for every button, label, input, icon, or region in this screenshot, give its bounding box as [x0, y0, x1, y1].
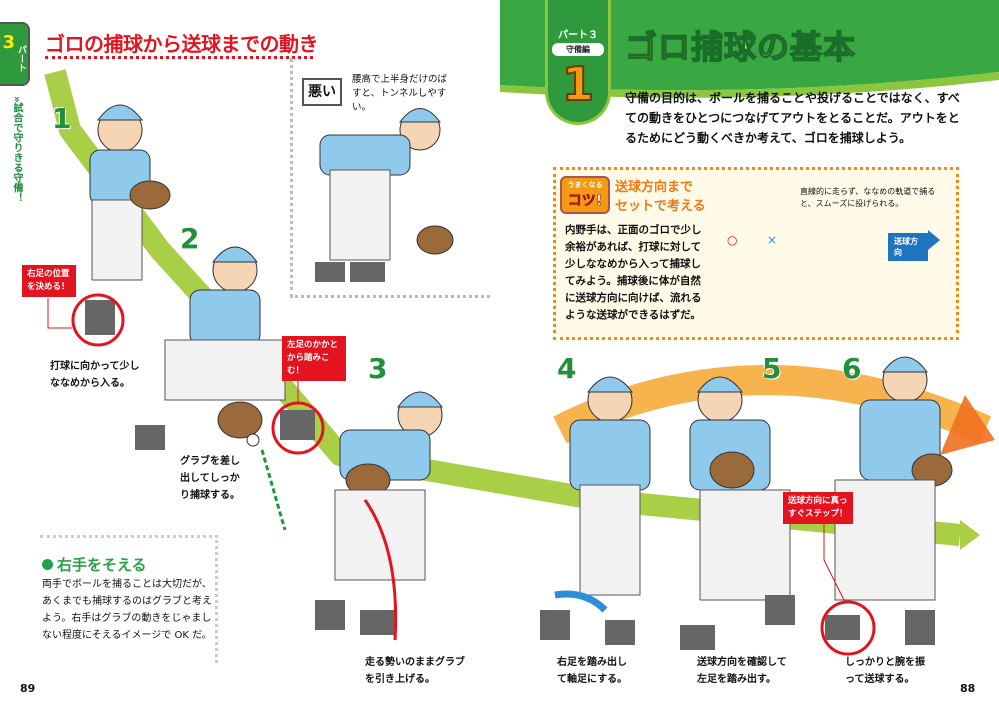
caption-step-2: グラブを差し出してしっかり捕球する。 — [180, 456, 240, 501]
tip-heading: 右手をそえる — [42, 554, 147, 575]
part-badge: パート３ 守備編 1 — [545, 0, 611, 125]
page-title: ゴロ捕球の基本 — [624, 27, 857, 67]
step-number-4: 4 — [557, 352, 577, 385]
highlight-circle — [820, 600, 876, 656]
kotsu-heading-line1: 送球方向まで — [615, 180, 694, 195]
header-band-edge — [500, 72, 999, 98]
badge-category: 守備編 — [552, 43, 604, 56]
page-number-right: 88 — [960, 682, 976, 695]
part-label: パート — [16, 44, 26, 72]
leader-line — [823, 522, 846, 603]
caption-step-6: しっかりと腕を振って送球する。 — [845, 657, 925, 685]
ball-path-line — [260, 449, 287, 531]
kotsu-heading-line2: セットで考える — [615, 199, 706, 214]
player-figure-3 — [315, 391, 443, 641]
point-label: 右足の位置を決める！ — [22, 265, 76, 297]
arrow-right-icon — [928, 230, 940, 250]
intro-text: 守備の目的は、ボールを捕ることや投げることではなく、すべての動きをひとつにつなげ… — [625, 91, 960, 145]
point-label: 左足のかかとから踏みこむ！ — [282, 336, 346, 381]
bad-route-mark: × — [767, 233, 778, 247]
player-figure-bad-example — [315, 108, 454, 282]
step-number-6: 6 — [842, 352, 862, 385]
good-route-mark: ○ — [727, 233, 738, 247]
page-number-left: 89 — [20, 682, 36, 695]
badge-part: パート３ — [558, 30, 598, 41]
bad-sign: 悪い — [302, 78, 342, 106]
player-figure-5 — [680, 376, 795, 650]
spread-left-title: ゴロの捕球から送球までの動き — [45, 32, 319, 56]
step-number-3: 3 — [368, 352, 388, 385]
step-number-1: 1 — [52, 102, 72, 135]
throw-direction-arrow: 送球方向 — [888, 233, 928, 261]
highlight-circle — [71, 293, 125, 347]
title-underline — [45, 56, 313, 59]
diagram-note: 直線的に走らず、ななめの軌道で捕ると、スムーズに投げられる。 — [800, 187, 936, 208]
section-vertical-title: »試合で守りきる守備！ — [11, 96, 22, 203]
throw-arc-head — [940, 395, 995, 455]
kotsu-badge-main: コツ! — [567, 193, 603, 210]
player-figure-6 — [825, 356, 953, 645]
caption-step-3: 走る勢いのままグラブを引き上げる。 — [365, 657, 465, 685]
header-band — [500, 0, 999, 91]
bad-example-text: 腰高で上半身だけのばすと、トンネルしやすい。 — [352, 74, 448, 113]
caption-step-4: 右足を踏み出して軸足にする。 — [557, 657, 628, 685]
point-label: 送球方向に真っすぐステップ！ — [783, 492, 853, 524]
kotsu-badge-top: うまくなる — [567, 181, 603, 189]
motion-path-arrowhead — [960, 520, 980, 550]
part-number: 3 — [2, 32, 15, 53]
step-number-2: 2 — [180, 222, 200, 255]
caption-step-1: 打球に向かって少しななめから入る。 — [50, 361, 140, 389]
caption-step-5: 送球方向を確認して左足を踏み出す。 — [697, 657, 787, 685]
step-number-5: 5 — [762, 352, 782, 385]
player-figure-2 — [135, 246, 315, 450]
kotsu-heading: 送球方向までセットで考える — [615, 178, 706, 216]
leader-line — [47, 298, 72, 329]
kotsu-badge: うまくなるコツ! — [560, 176, 610, 214]
bullet-icon — [42, 559, 53, 570]
bad-example-box — [290, 58, 490, 298]
tip-heading-text: 右手をそえる — [57, 556, 147, 574]
kotsu-body: 内野手は、正面のゴロで少し余裕があれば、打球に対して少しななめから入って捕球して… — [565, 224, 702, 321]
badge-number: 1 — [561, 57, 595, 111]
player-figure-4 — [540, 376, 651, 645]
tip-box — [40, 535, 218, 663]
tip-body: 両手でボールを捕ることは大切だが、あくまでも捕球するのはグラブと考えよう。右手は… — [42, 579, 212, 641]
player-figure-1 — [85, 104, 171, 335]
